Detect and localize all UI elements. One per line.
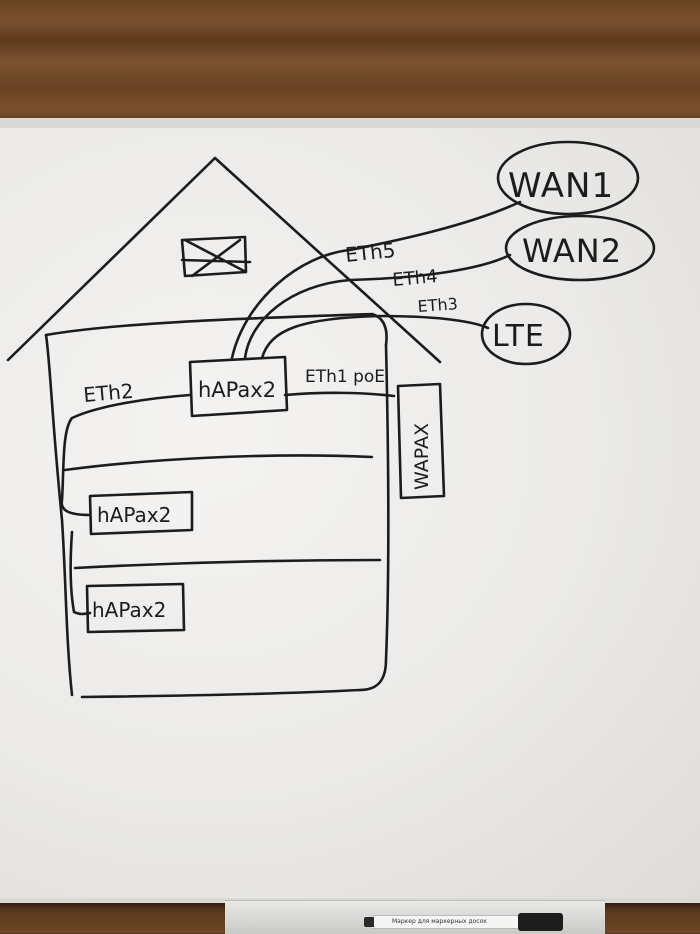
house-wall-left xyxy=(44,333,74,697)
eth5-label: ETh5 xyxy=(344,238,396,267)
floor-divider-1 xyxy=(63,454,374,472)
marker-tip xyxy=(364,917,374,927)
house-wall-right xyxy=(358,343,390,692)
marker-cap xyxy=(518,913,563,931)
wapax-label: WAPAX xyxy=(411,423,433,490)
router-main-label: hAPax2 xyxy=(198,378,276,402)
router-floor2-box xyxy=(88,490,194,536)
wan2-label: WAN2 xyxy=(522,232,622,270)
cable-floor3 xyxy=(69,530,92,616)
roof-line xyxy=(6,156,442,364)
wan2-ellipse xyxy=(504,214,656,282)
floor-divider-2 xyxy=(73,558,382,570)
house-top xyxy=(44,312,388,347)
window-icon xyxy=(180,235,252,278)
wan1-label: WAN1 xyxy=(508,166,614,206)
wan1-ellipse xyxy=(496,140,640,216)
cable-eth3 xyxy=(260,314,490,360)
eth2-label: ETh2 xyxy=(82,379,134,407)
cable-eth1poe xyxy=(283,391,396,398)
cable-eth4 xyxy=(243,253,512,360)
eth4-label: ETh4 xyxy=(392,266,439,291)
wapax-box xyxy=(396,382,446,500)
router-floor2-label: hAPax2 xyxy=(97,503,171,527)
marker-pen xyxy=(370,915,560,929)
router-floor3-box xyxy=(85,582,186,634)
eth3-label: ETh3 xyxy=(417,294,458,316)
lte-label: LTE xyxy=(492,319,545,354)
cable-eth5 xyxy=(230,200,522,360)
eth1poe-label: ETh1 poE xyxy=(305,367,385,387)
router-floor3-label: hAPax2 xyxy=(92,598,166,622)
house-floor xyxy=(80,688,362,699)
whiteboard-surface xyxy=(0,128,700,898)
router-main-box xyxy=(188,355,289,418)
marker-label: Маркер для маркерных досок xyxy=(392,918,487,925)
cable-eth2 xyxy=(60,393,192,517)
lte-ellipse xyxy=(480,302,572,366)
